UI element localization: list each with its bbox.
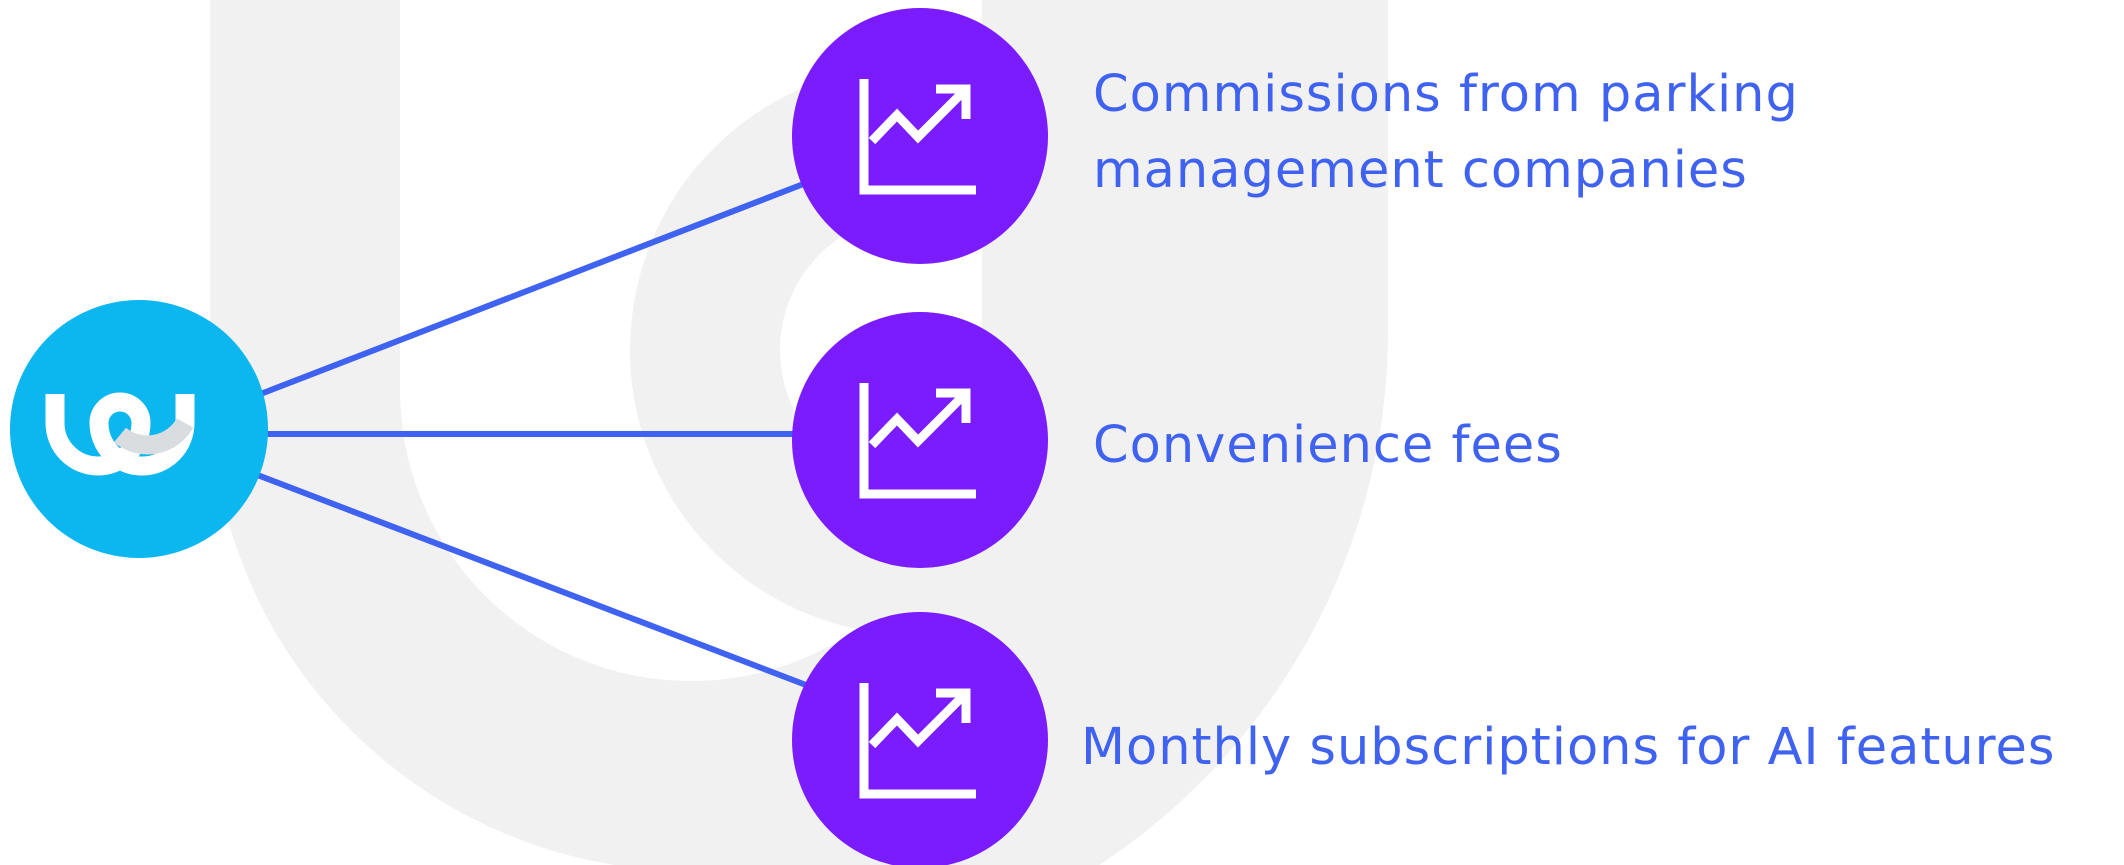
branch-node-2 xyxy=(792,312,1048,568)
connector-line-3 xyxy=(253,471,808,688)
connectors xyxy=(253,180,808,688)
branch-node-3 xyxy=(792,612,1048,865)
branch-label-monthly-subscriptions: Monthly subscriptions for AI features xyxy=(1081,718,2056,777)
trending-up-chart-icon xyxy=(859,383,976,499)
trending-up-chart-icon xyxy=(859,79,976,195)
trending-up-chart-icon xyxy=(859,683,976,799)
hub-node xyxy=(10,300,268,558)
branch-node-1 xyxy=(792,8,1048,264)
wu-logo-icon xyxy=(45,392,195,476)
branch-label-commissions: Commissions from parking management comp… xyxy=(1093,65,1799,200)
branch-label-convenience-fees: Convenience fees xyxy=(1093,416,1563,475)
connector-line-1 xyxy=(256,180,808,398)
